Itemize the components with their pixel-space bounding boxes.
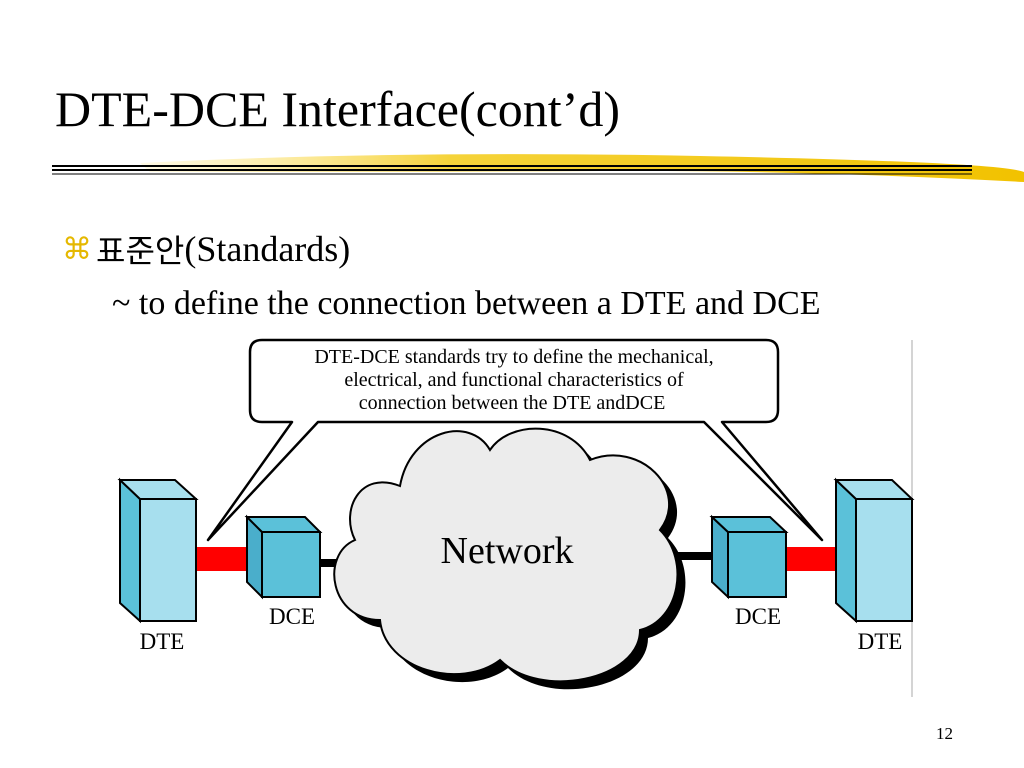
callout-line-3: connection between the DTE andDCE	[359, 392, 666, 414]
link-right-dte-dce	[786, 547, 838, 571]
bullet-standards: ⌘ 표준안 (Standards)	[62, 226, 350, 272]
title-underline	[52, 154, 1024, 182]
callout-bubble	[206, 338, 824, 542]
right-dce-box	[709, 514, 789, 600]
left-dce-box	[244, 514, 323, 600]
bullet-korean-text: 표준안	[96, 232, 185, 270]
bullet-text: (Standards)	[184, 229, 351, 269]
right-dce-label: DCE	[735, 604, 781, 629]
network-label: Network	[441, 530, 574, 572]
left-dte-label: DTE	[140, 629, 185, 654]
left-dce-label: DCE	[269, 604, 315, 629]
link-left-dte-dce	[196, 547, 248, 571]
right-dte-box	[833, 477, 915, 624]
left-dte-box	[117, 477, 199, 624]
sub-bullet-text: ~ to define the connection between a DTE…	[112, 285, 821, 322]
command-bullet-icon: ⌘	[62, 231, 92, 267]
right-dte-label: DTE	[858, 629, 903, 654]
slide-title: DTE-DCE Interface(cont’d)	[55, 81, 620, 137]
page-number: 12	[936, 724, 953, 743]
network-cloud	[333, 427, 686, 690]
callout-line-2: electrical, and functional characteristi…	[344, 369, 684, 391]
callout-line-1: DTE-DCE standards try to define the mech…	[314, 346, 713, 368]
